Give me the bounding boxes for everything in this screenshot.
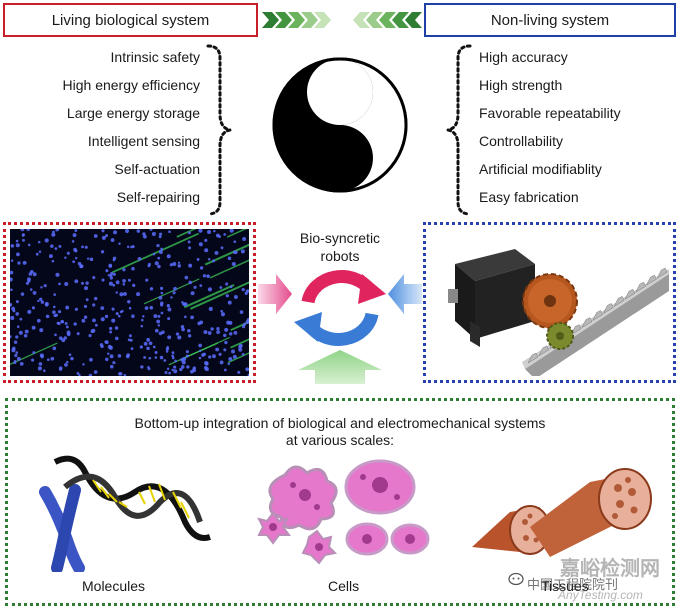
integration-cycle-diagram [258,270,422,384]
watermark-site-name: 嘉峪检测网 [560,556,660,580]
chromosome-icon [39,484,85,572]
muscle-bundle-icon [530,468,652,557]
yin-yang-icon [272,57,408,193]
cell-microscopy-image [8,204,300,378]
living-properties-list: Intrinsic safety High energy efficiency … [63,43,200,211]
nonliving-system-header-label: Non-living system [490,11,610,29]
cell-icon [345,522,389,556]
left-chevrons-icon [353,12,422,28]
green-gear-icon [546,322,574,350]
living-property: Large energy storage [66,105,200,121]
living-property: Self-actuation [114,161,200,177]
muscle-tissue-illustration [472,468,652,557]
dna-helix-icon [53,455,211,541]
nonliving-system-header: Non-living system [424,3,676,37]
bio-syncretic-title: Bio-syncretic robots [265,229,415,265]
nonliving-property: Favorable repeatability [479,105,621,121]
left-brace [206,44,231,216]
nonliving-property: Controllability [479,133,564,149]
motor-icon [448,249,535,347]
cells-illustration [257,459,430,565]
wechat-icon [508,572,524,586]
living-property: Intrinsic safety [110,49,200,65]
right-chevrons-icon [262,12,331,28]
cells-caption: Cells [328,578,360,594]
gear-motor-frame [423,222,676,383]
nonliving-property: High accuracy [479,49,568,65]
bottom-title-line1: Bottom-up integration of biological and … [134,415,546,431]
cell-icon [257,511,291,545]
green-input-arrow-icon [298,350,382,384]
living-system-header: Living biological system [3,3,258,37]
chevron-arrows [262,12,422,28]
molecules-caption: Molecules [82,578,146,594]
cell-icon [390,523,430,555]
watermark-journal: 中国工程院院刊 [527,578,619,593]
cell-microscopy-frame [3,204,300,383]
living-property: Intelligent sensing [87,133,200,149]
bottom-up-integration-title: Bottom-up integration of biological and … [20,415,660,449]
watermark-url: AnyTesting.com [558,588,643,602]
dna-chromosome-illustration [39,455,211,572]
blue-input-arrow-icon [388,274,422,314]
nonliving-property: Easy fabrication [479,189,579,205]
living-property: Self-repairing [116,189,200,205]
cycle-arrows-icon [294,270,386,346]
bottom-up-integration-panel [5,398,675,606]
living-system-header-label: Living biological system [51,11,210,29]
cell-icon [301,529,338,565]
pink-input-arrow-icon [258,274,292,314]
right-brace [447,44,472,216]
bio-syncretic-title-line1: Bio-syncretic [299,230,381,246]
tissues-caption: Tissues [541,578,589,594]
cell-icon [344,459,416,515]
gear-motor-image [448,249,669,379]
nonliving-property: High strength [479,77,563,93]
nonliving-properties-list: High accuracy High strength Favorable re… [479,43,621,211]
nonliving-property: Artificial modifiablity [479,161,602,177]
orange-gear-icon [522,273,578,329]
cell-icon [268,465,338,531]
bottom-title-line2: at various scales: [285,432,395,448]
bio-syncretic-title-line2: robots [320,248,360,264]
living-property: High energy efficiency [62,77,200,93]
